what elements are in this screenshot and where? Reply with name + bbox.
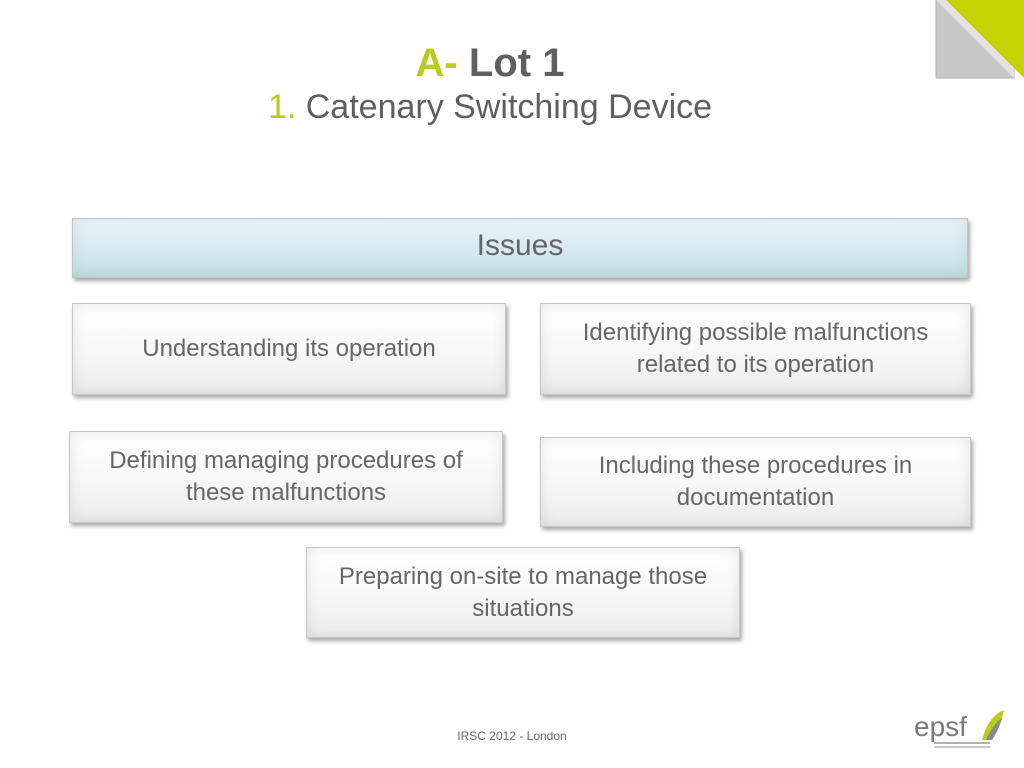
issue-box-text: Including these procedures in documentat… (598, 452, 913, 511)
issue-box-preparing: Preparing on-site to manage those situat… (306, 547, 740, 638)
corner-decoration (934, 0, 1024, 86)
title-subject: Catenary Switching Device (305, 88, 713, 126)
issue-box-identifying: Identifying possible malfunctions relate… (540, 303, 971, 395)
issue-box-defining: Defining managing procedures of these ma… (69, 431, 503, 523)
issue-box-understanding: Understanding its operation (72, 303, 506, 395)
slide-title: A- Lot 1 1. Catenary Switching Device (0, 40, 980, 128)
issue-box-text: Defining managing procedures of these ma… (109, 447, 463, 506)
issue-box-text: Preparing on-site to manage those situat… (338, 562, 708, 622)
footer-text: IRSC 2012 - London (457, 729, 567, 743)
title-prefix-number: 1. (267, 88, 297, 126)
issue-box-text: Identifying possible malfunctions relate… (582, 319, 929, 378)
title-line-2: 1. Catenary Switching Device (0, 86, 980, 128)
issue-box-text: Understanding its operation (142, 335, 436, 362)
epsf-logo-icon: epsf (914, 710, 1004, 748)
issues-header: Issues (72, 218, 968, 278)
issue-box-including: Including these procedures in documentat… (540, 437, 971, 527)
logo-text: epsf (914, 711, 967, 742)
title-prefix-a: A- (415, 41, 458, 85)
title-lot: Lot 1 (468, 41, 565, 85)
title-line-1: A- Lot 1 (0, 40, 980, 86)
